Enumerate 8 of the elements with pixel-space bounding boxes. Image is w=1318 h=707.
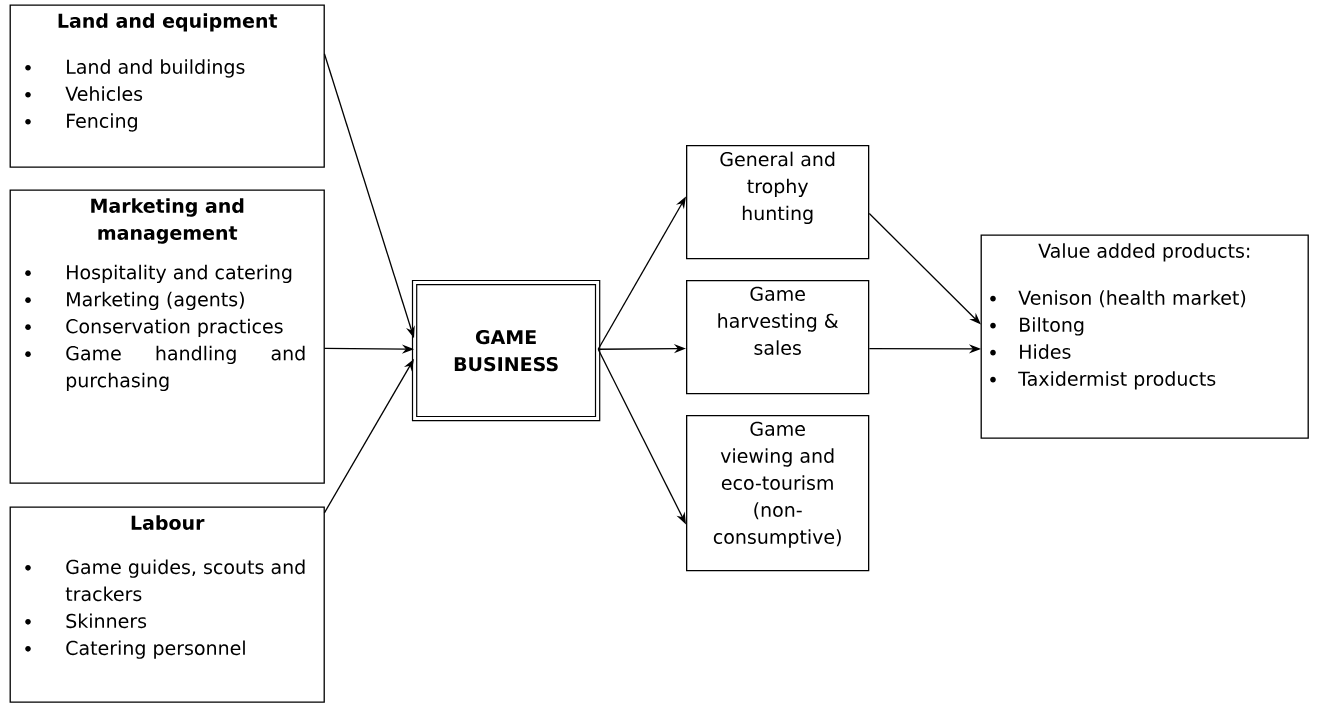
list-box: Labour Game guides, scouts and trackers Skinners Catering personnel (9, 506, 325, 703)
list-box: Value added products: Venison (health market) Biltong Hides Taxidermist products (980, 234, 1309, 439)
list-box: Marketing and management Hospitality and catering Marketing (agents) Conservation practices Game handling and purchasing (9, 189, 325, 484)
process-box: Game harvesting & sales (686, 280, 870, 395)
double-box: GAME BUSINESS (411, 279, 601, 422)
process-box: General and trophy hunting (686, 145, 870, 260)
list-box: Land and equipment Land and buildings Vehicles Fencing (9, 4, 325, 168)
process-box: Game viewing and eco-tourism (non-consumptive) (686, 415, 870, 572)
